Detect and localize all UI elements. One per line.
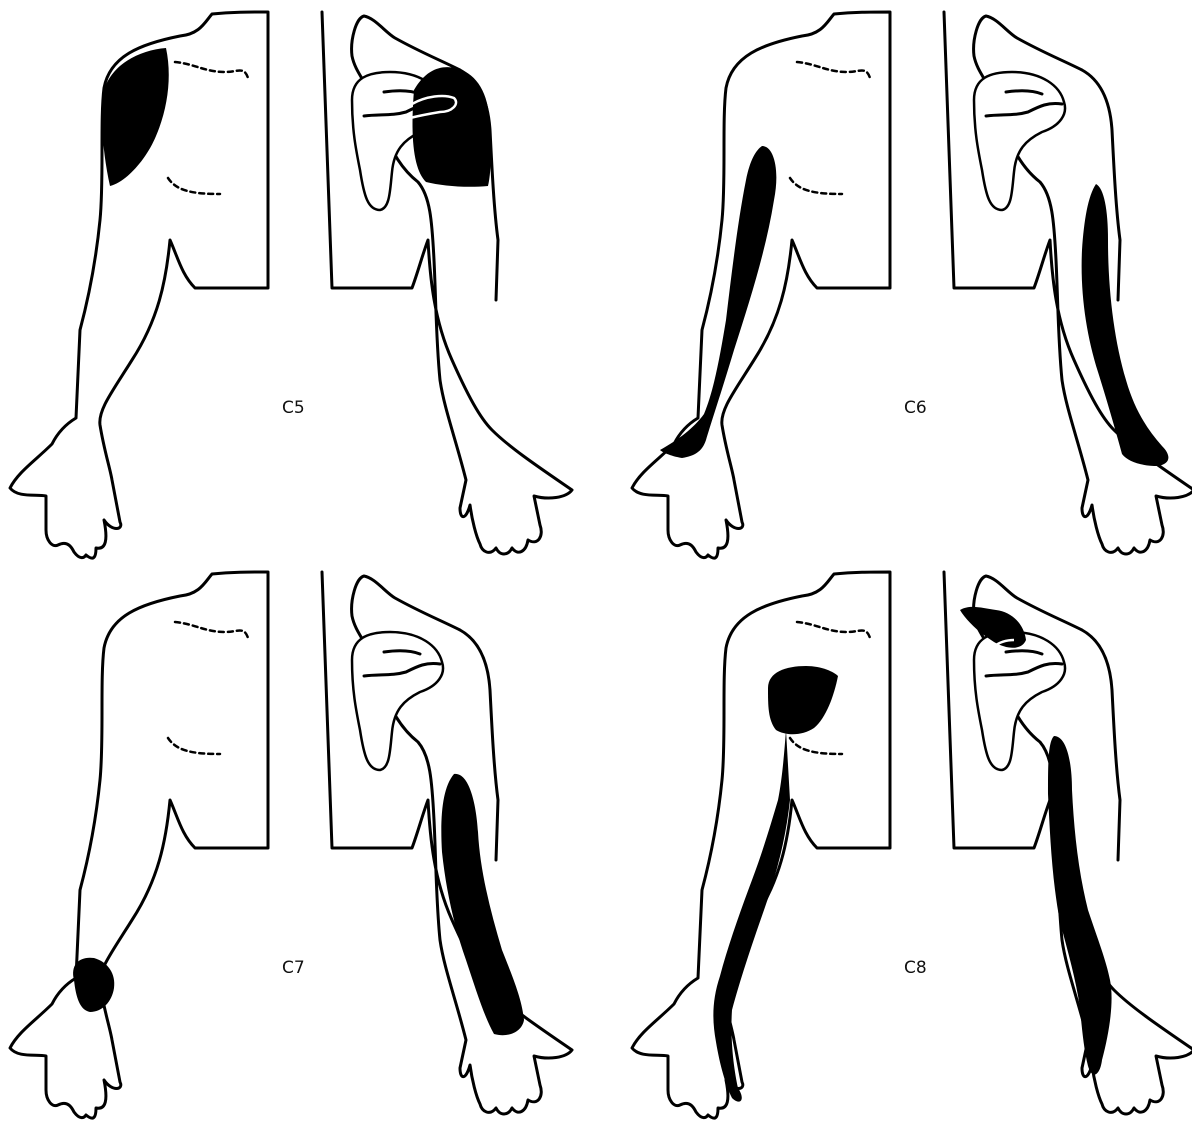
dermatome-zone-shoulder-back	[413, 67, 491, 187]
anterior-body-outline	[632, 12, 890, 558]
anterior-body-outline	[10, 572, 268, 1118]
anterior-body-outline	[632, 572, 890, 1118]
panel-label-c5: C5	[282, 398, 305, 418]
panel-c7: C7	[10, 572, 572, 1118]
panel-c8: C8	[632, 572, 1192, 1118]
panel-c6: C6	[632, 12, 1192, 558]
panel-label-c7: C7	[282, 958, 305, 978]
posterior-body-outline	[944, 12, 1192, 554]
panel-c5: C5	[10, 12, 572, 558]
panel-label-c8: C8	[904, 958, 927, 978]
panel-label-c6: C6	[904, 398, 927, 418]
